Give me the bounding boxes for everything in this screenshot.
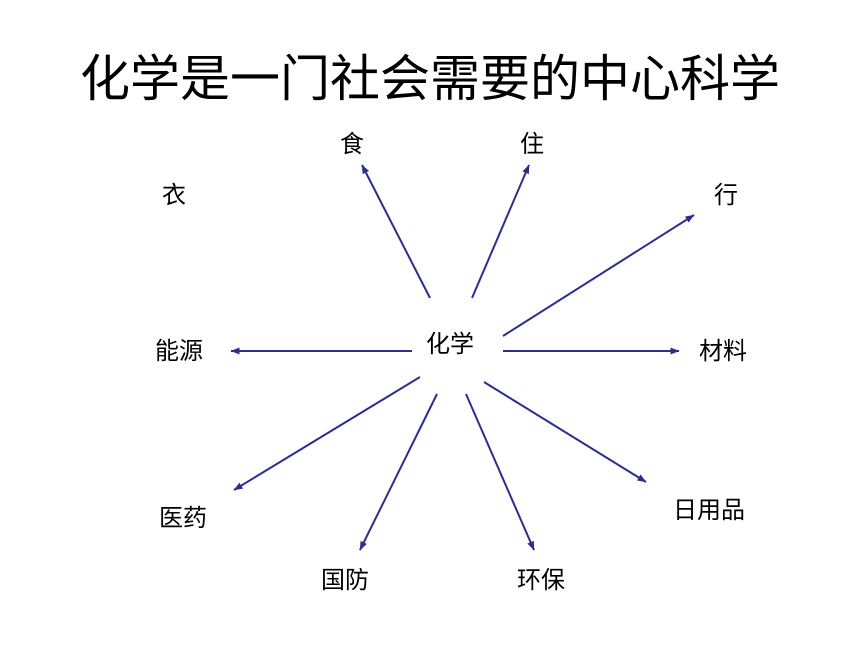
node-environment: 环保 xyxy=(517,566,565,594)
center-node-label: 化学 xyxy=(426,330,474,358)
slide-title: 化学是一门社会需要的中心科学 xyxy=(80,50,780,108)
node-daily-goods: 日用品 xyxy=(673,496,745,524)
arrow-to-medicine xyxy=(233,376,421,491)
node-national-defense: 国防 xyxy=(321,566,369,594)
arrow-to-environment xyxy=(465,393,535,551)
arrow-to-daily-goods xyxy=(483,381,647,483)
arrow-to-travel xyxy=(502,214,695,337)
node-energy: 能源 xyxy=(155,337,203,365)
node-clothing: 衣 xyxy=(162,181,186,209)
node-housing: 住 xyxy=(520,130,544,158)
node-medicine: 医药 xyxy=(159,504,207,532)
arrow-to-national-defense xyxy=(359,393,438,551)
node-food: 食 xyxy=(340,130,364,158)
arrow-to-housing xyxy=(471,164,530,299)
arrow-to-food xyxy=(361,164,431,299)
node-materials: 材料 xyxy=(699,337,747,365)
node-travel: 行 xyxy=(714,181,738,209)
